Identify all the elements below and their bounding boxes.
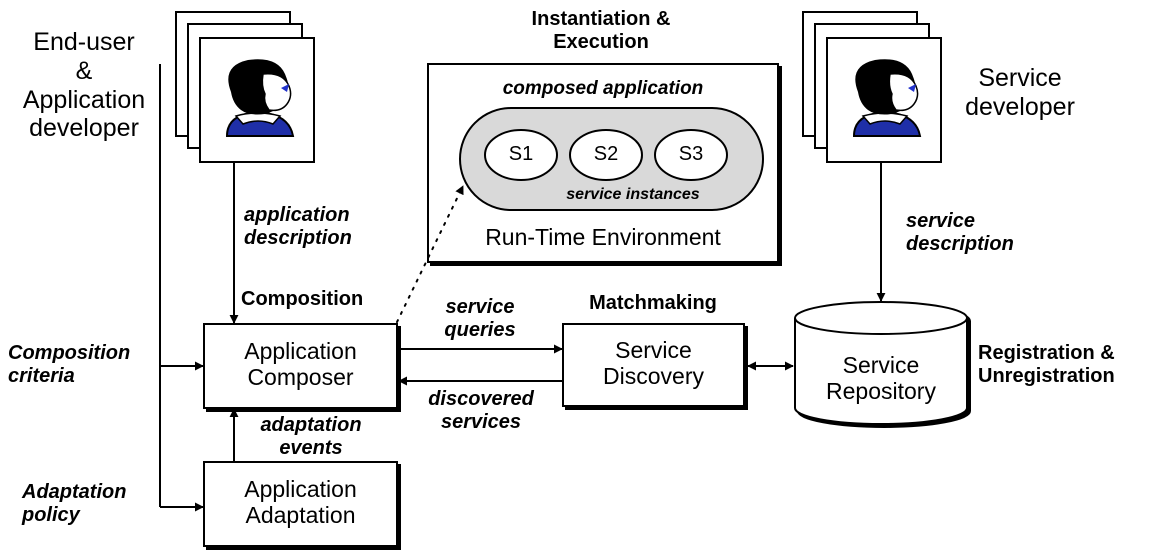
adaptation-policy-label: Adaptation policy — [22, 481, 127, 526]
composed-application-label: composed application — [502, 78, 704, 99]
composition-label: Composition — [241, 288, 364, 310]
service-instance-s1 — [484, 129, 558, 181]
arrow-instantiation — [396, 185, 464, 323]
service-developer-label: Service developer — [965, 64, 1075, 121]
discovered-services-label: discovered services — [428, 388, 534, 433]
application-adaptation-box — [203, 461, 398, 547]
person-icon — [853, 58, 921, 137]
composition-criteria-label: Composition criteria — [8, 342, 131, 387]
adaptation-events-label: adaptation events — [260, 414, 362, 459]
service-instance-s3 — [654, 129, 728, 181]
service-instance-s2 — [569, 129, 643, 181]
person-icon — [226, 58, 294, 137]
application-composer-box — [203, 323, 398, 409]
service-s3-label: S3 — [678, 143, 704, 165]
instantiation-execution-label: Instantiation & Execution — [531, 8, 671, 53]
service-instances-label: service instances — [566, 186, 700, 203]
runtime-environment-label: Run-Time Environment — [485, 224, 721, 250]
service-s1-label: S1 — [508, 143, 534, 165]
end-user-card-stack — [175, 11, 315, 163]
registration-unregistration-label: Registration & Unregistration — [978, 342, 1115, 387]
service-queries-label: service queries — [444, 296, 516, 341]
service-s2-label: S2 — [593, 143, 619, 165]
end-user-label: End-user & Application developer — [22, 28, 146, 143]
service-repository-cylinder — [794, 301, 968, 425]
service-discovery-label: Service Discovery — [603, 337, 704, 390]
service-discovery-box — [562, 323, 745, 407]
matchmaking-label: Matchmaking — [589, 292, 717, 314]
service-description-label: service description — [906, 210, 1014, 255]
application-description-label: application description — [244, 204, 352, 249]
service-repository-label: Service Repository — [826, 352, 936, 405]
application-adaptation-label: Application Adaptation — [244, 476, 357, 529]
application-composer-label: Application Composer — [244, 338, 357, 391]
service-developer-card-stack — [802, 11, 942, 163]
